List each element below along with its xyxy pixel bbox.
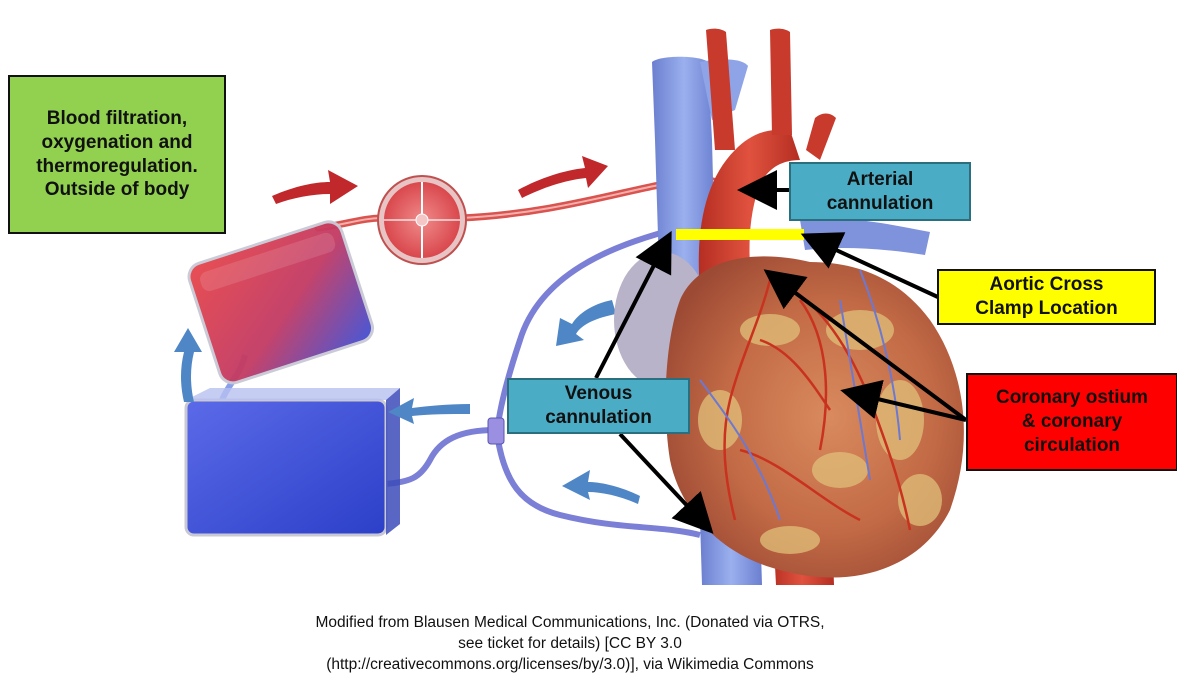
aortic-cross-clamp-bar (676, 229, 804, 240)
arterial-cannulation-label-box: Arterial cannulation (789, 162, 971, 221)
venous-tube-to-reservoir (385, 430, 495, 484)
flow-arrow-red-icon (518, 156, 608, 198)
flow-arrow-red-icon (272, 170, 358, 204)
aortic-cross-clamp-label: Aortic Cross Clamp Location (975, 273, 1118, 321)
arterial-cannulation-label: Arterial cannulation (827, 168, 934, 216)
flow-arrow-blue-icon (174, 328, 202, 402)
coronary-label: Coronary ostium & coronary circulation (996, 386, 1148, 457)
flow-arrow-blue-icon (556, 300, 616, 346)
credit-line-3: (http://creativecommons.org/licenses/by/… (240, 654, 900, 675)
flow-arrow-blue-icon (562, 470, 640, 504)
roller-pump (378, 176, 466, 264)
image-credit: Modified from Blausen Medical Communicat… (240, 612, 900, 675)
y-connector (488, 418, 504, 444)
credit-line-1: Modified from Blausen Medical Communicat… (240, 612, 900, 633)
flow-arrow-blue-icon (388, 398, 470, 424)
filtration-label-box: Blood filtration, oxygenation and thermo… (8, 75, 226, 234)
venous-cannulation-label-box: Venous cannulation (507, 378, 690, 434)
credit-line-2: see ticket for details) [CC BY 3.0 (240, 633, 900, 654)
filtration-label: Blood filtration, oxygenation and thermo… (36, 107, 198, 202)
venous-reservoir (186, 388, 400, 535)
oxygenator (185, 218, 376, 386)
coronary-label-box: Coronary ostium & coronary circulation (966, 373, 1177, 471)
aortic-cross-clamp-label-box: Aortic Cross Clamp Location (937, 269, 1156, 325)
heart (614, 29, 964, 585)
venous-cannulation-label: Venous cannulation (545, 382, 652, 430)
